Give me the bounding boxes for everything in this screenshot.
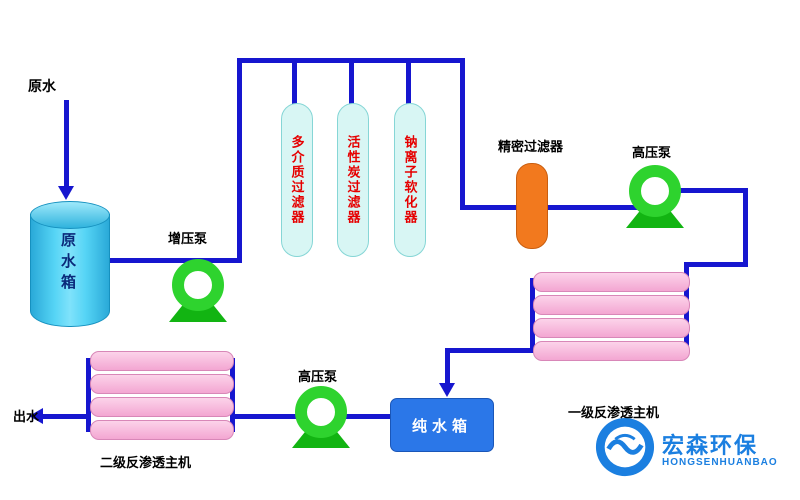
ro2-membrane-4: [90, 420, 234, 440]
pure-water-tank: 纯水箱: [390, 398, 494, 452]
carbon-filter-label: 活性炭过滤器: [345, 135, 361, 225]
pipe-drop-right: [460, 58, 465, 210]
pipe-riser: [237, 58, 242, 263]
precision-filter: [516, 163, 548, 249]
pipe-tank-to-booster: [106, 258, 242, 263]
ro1-membrane-4: [533, 341, 690, 361]
ro1-membrane-2: [533, 295, 690, 315]
pipe-drop-filter2: [349, 58, 354, 110]
hp-pump1-label: 高压泵: [632, 145, 672, 160]
ro2-membrane-1: [90, 351, 234, 371]
pipe-ro1-out-horizontal: [445, 348, 535, 353]
logo-name-cn: 宏森环保: [662, 433, 759, 458]
flow-arrow-into-pure-tank: [439, 383, 455, 397]
pipe-ro1-out-vertical: [445, 348, 450, 384]
pipe-hp-pump2-to-ro2: [233, 414, 298, 419]
hp-pump1-icon: [629, 165, 681, 217]
pipe-hp-pump1-out: [655, 188, 748, 193]
flow-arrow-into-raw-tank: [58, 186, 74, 200]
flow-arrow-water-out: [29, 408, 43, 424]
pipe-ro1-left-header: [530, 278, 535, 353]
pipe-ro2-right-header: [230, 358, 235, 432]
pipe-drop-filter1: [292, 58, 297, 110]
pipe-ro2-left-header: [86, 358, 91, 432]
ro2-membrane-3: [90, 397, 234, 417]
ro1-label: 一级反渗透主机: [568, 405, 660, 420]
ro2-label: 二级反渗透主机: [100, 455, 192, 470]
pure-water-tank-label: 纯水箱: [411, 417, 472, 435]
hongsen-logo-icon: [594, 416, 656, 478]
softener-filter-label: 钠离子软化器: [402, 135, 418, 225]
pipe-right-down: [743, 188, 748, 267]
pipe-ro1-feed: [686, 262, 748, 267]
raw-water-label: 原水: [28, 78, 56, 94]
ro1-membrane-1: [533, 272, 690, 292]
pipe-pure-to-hp-pump2: [344, 414, 392, 419]
booster-pump-icon: [172, 259, 224, 311]
ro1-membrane-3: [533, 318, 690, 338]
carbon-filter: 活性炭过滤器: [337, 103, 369, 257]
multimedia-filter-label: 多介质过滤器: [289, 135, 305, 225]
softener-filter: 钠离子软化器: [394, 103, 426, 257]
pipe-to-hp-pump1: [460, 205, 655, 210]
pipe-raw-inlet: [64, 100, 69, 188]
hp-pump2-label: 高压泵: [298, 369, 338, 384]
ro2-membrane-2: [90, 374, 234, 394]
water-out-label: 出水: [13, 409, 40, 424]
pipe-water-out: [42, 414, 88, 419]
pipe-drop-filter3: [406, 58, 411, 110]
raw-water-tank-label: 原水箱: [59, 232, 76, 295]
booster-pump-label: 增压泵: [168, 231, 208, 246]
precision-filter-label: 精密过滤器: [498, 139, 564, 154]
hp-pump2-icon: [295, 386, 347, 438]
logo-name-en: HONGSENHUANBAO: [662, 457, 778, 468]
multimedia-filter: 多介质过滤器: [281, 103, 313, 257]
raw-water-tank-lid: [30, 201, 110, 229]
raw-water-tank: [30, 214, 110, 327]
